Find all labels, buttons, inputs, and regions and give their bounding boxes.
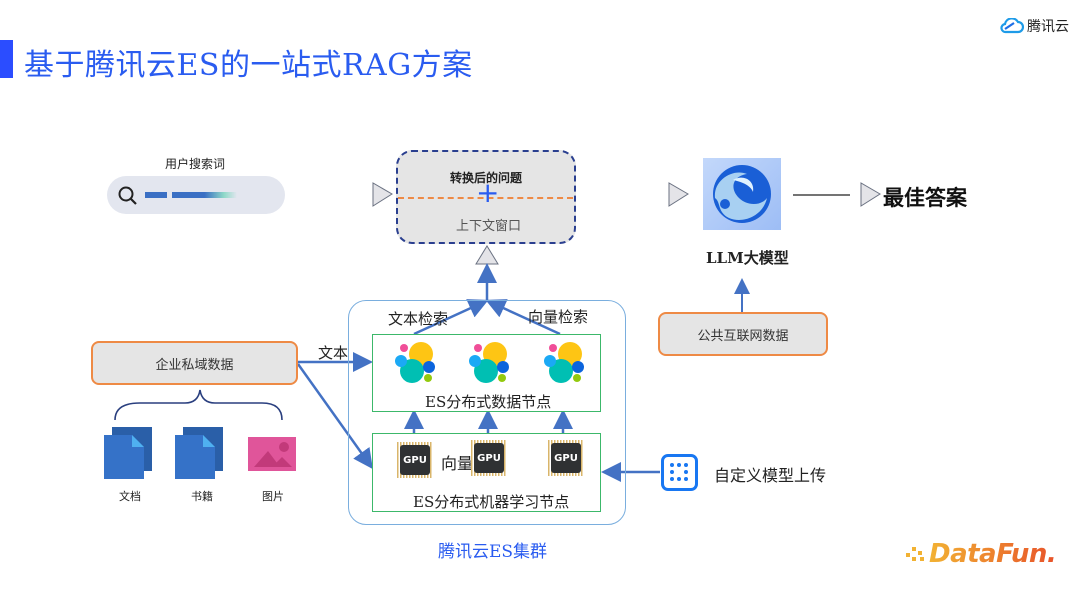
vector-search-label: 向量检索 [528, 308, 589, 326]
triangle-arrow-answer [860, 182, 881, 207]
enterprise-data-label: 企业私域数据 [155, 357, 234, 373]
source-book [175, 427, 223, 479]
image-icon [248, 437, 296, 471]
elastic-node-1 [395, 341, 437, 389]
search-icon [118, 186, 137, 205]
title-accent-bar [0, 40, 13, 78]
datafun-logo-text: DataFun. [929, 539, 1057, 569]
es-cluster [348, 300, 626, 525]
search-bar[interactable] [107, 176, 285, 214]
source-book-label: 书籍 [191, 490, 213, 503]
vector-label: 向量 [441, 454, 474, 473]
elastic-node-3 [544, 341, 586, 389]
datafun-logo: DataFun. [904, 539, 1057, 569]
triangle-arrow-in [372, 182, 393, 207]
divider-dashed [398, 197, 573, 199]
search-placeholder-bar [172, 192, 237, 198]
es-cluster-label: 腾讯云ES集群 [438, 542, 548, 562]
triangle-arrow-up [475, 245, 499, 265]
gpu-icon: GPU [551, 443, 581, 473]
plus-icon: + [476, 176, 500, 209]
elastic-node-2 [469, 341, 511, 389]
cloud-icon [1000, 18, 1024, 34]
grid-dots-icon [670, 463, 688, 481]
source-document [104, 427, 152, 479]
gpu-icon: GPU [474, 443, 504, 473]
gpu-chip-1: GPU [395, 440, 435, 480]
elasticsearch-icon [544, 342, 584, 383]
gpu-chip-3: GPU [546, 438, 586, 478]
llm-logo [703, 158, 781, 230]
best-answer-label: 最佳答案 [883, 185, 967, 210]
brand-logo: 腾讯云 [1000, 16, 1069, 36]
es-ml-nodes: GPU 向量 GPU GPU ES分布式机器学习节点 [372, 433, 601, 512]
public-internet-data-box: 公共互联网数据 [658, 312, 828, 356]
elasticsearch-icon [469, 342, 509, 383]
source-document-label: 文档 [119, 490, 141, 503]
llm-logo-icon [713, 165, 771, 223]
elasticsearch-icon [395, 342, 435, 383]
page-title: 基于腾讯云ES的一站式RAG方案 [24, 48, 473, 83]
sources-brace [114, 389, 283, 421]
text-search-label: 文本检索 [388, 310, 449, 328]
pixel-dots-icon [906, 547, 924, 561]
data-nodes-label: ES分布式数据节点 [425, 393, 552, 411]
source-image-label: 图片 [262, 490, 284, 503]
es-data-nodes: ES分布式数据节点 [372, 334, 601, 412]
custom-model-upload-button[interactable] [661, 454, 698, 491]
text-edge-label: 文本 [318, 344, 349, 362]
query-context-box: 转换后的问题 + 上下文窗口 [396, 150, 576, 244]
ml-nodes-label: ES分布式机器学习节点 [413, 493, 570, 511]
document-icon [104, 427, 152, 479]
custom-model-label: 自定义模型上传 [714, 466, 827, 485]
text-search-arrow [413, 299, 489, 336]
book-icon [175, 427, 223, 479]
brand-name: 腾讯云 [1027, 19, 1069, 35]
context-window-label: 上下文窗口 [456, 219, 522, 234]
transformed-question-label: 转换后的问题 [450, 171, 523, 185]
gpu-icon: GPU [400, 445, 430, 475]
search-label: 用户搜索词 [165, 157, 226, 171]
vector-ingest-arrow [296, 363, 373, 470]
source-image [248, 437, 296, 471]
vector-search-arrow [485, 299, 561, 336]
triangle-arrow-llm [668, 182, 689, 207]
enterprise-data-box: 企业私域数据 [91, 341, 298, 385]
gpu-chip-2: GPU [469, 438, 509, 478]
search-placeholder-bar [145, 192, 167, 198]
public-data-label: 公共互联网数据 [697, 328, 789, 344]
llm-label: LLM大模型 [706, 249, 789, 267]
